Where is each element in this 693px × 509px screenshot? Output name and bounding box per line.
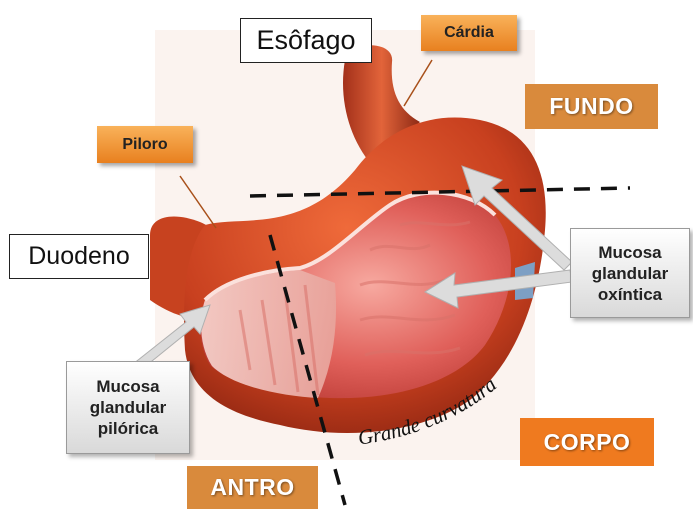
oxintica-line-2: glandular — [592, 263, 669, 284]
pilorica-line-3: pilórica — [98, 418, 158, 439]
oxintica-line-3: oxíntica — [598, 284, 662, 305]
pilorica-line-1: Mucosa — [96, 376, 159, 397]
mucosa-oxintica-label: Mucosa glandular oxíntica — [570, 228, 690, 318]
corpo-label: CORPO — [520, 418, 654, 466]
piloro-label: Piloro — [97, 126, 193, 163]
oxintica-line-1: Mucosa — [598, 242, 661, 263]
antro-label: ANTRO — [187, 466, 318, 509]
pilorica-line-2: glandular — [90, 397, 167, 418]
mucosa-pilorica-label: Mucosa glandular pilórica — [66, 361, 190, 454]
duodeno-label: Duodeno — [9, 234, 149, 279]
esofago-label: Esôfago — [240, 18, 372, 63]
cardia-label: Cárdia — [421, 15, 517, 51]
fundo-label: FUNDO — [525, 84, 658, 129]
